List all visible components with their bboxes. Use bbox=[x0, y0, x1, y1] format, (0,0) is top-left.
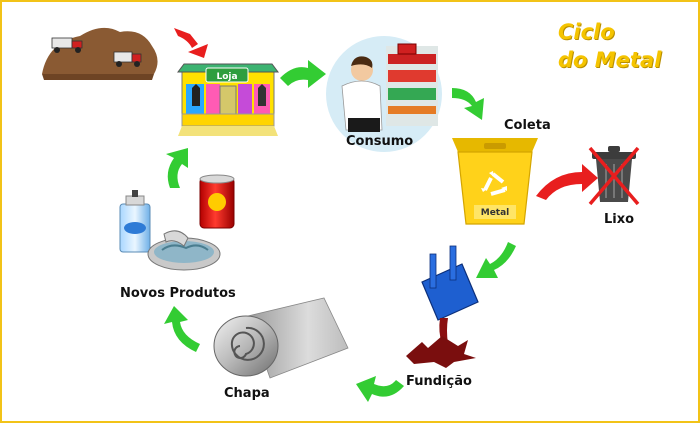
arrow-store-to-consumption bbox=[280, 60, 326, 88]
arrow-foundry-to-sheet bbox=[356, 376, 404, 402]
arrow-consumption-to-collection bbox=[452, 88, 484, 120]
shopper-icon bbox=[326, 36, 442, 152]
label-consumption: Consumo bbox=[346, 134, 414, 149]
label-foundry: Fundição bbox=[406, 374, 472, 389]
title-line-1: Ciclo bbox=[558, 20, 615, 44]
trash-can-icon bbox=[588, 146, 640, 206]
store-sign: Loja bbox=[216, 72, 237, 82]
label-new-products: Novos Produtos bbox=[120, 286, 236, 301]
arrow-mine-to-store bbox=[174, 28, 208, 58]
label-sheet: Chapa bbox=[224, 386, 270, 401]
diagram-title: Ciclo do Metal bbox=[558, 18, 678, 74]
label-collection: Coleta bbox=[504, 118, 551, 133]
title-line-2: do Metal bbox=[558, 48, 662, 72]
store-icon: Loja bbox=[177, 63, 279, 136]
arrow-products-to-store bbox=[166, 148, 188, 188]
mining-trucks-icon bbox=[42, 27, 158, 80]
molten-metal-icon bbox=[406, 245, 479, 368]
bin-label: Metal bbox=[481, 208, 510, 218]
metal-products-icon bbox=[119, 174, 235, 271]
arrow-bin-to-trash bbox=[536, 164, 598, 200]
recycling-bin-icon: Metal bbox=[452, 138, 538, 225]
arrow-collection-to-foundry bbox=[476, 242, 516, 278]
arrow-sheet-to-products bbox=[164, 306, 200, 352]
label-trash: Lixo bbox=[604, 212, 635, 227]
metal-sheet-roll-icon bbox=[213, 297, 349, 379]
